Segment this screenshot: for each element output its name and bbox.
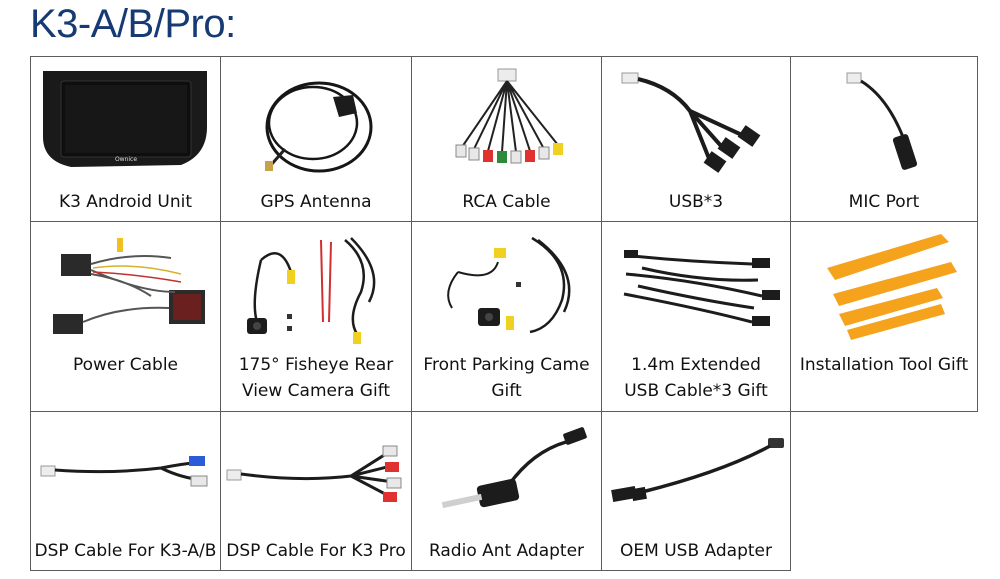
item-dsp-cable-pro: DSP Cable For K3 Pro — [220, 411, 412, 571]
item-label: OEM USB Adapter — [620, 541, 772, 561]
item-label-line1: 175° Fisheye Rear — [238, 355, 394, 375]
item-label-line2: USB Cable*3 Gift — [624, 381, 768, 401]
item-oem-usb: OEM USB Adapter — [601, 411, 791, 571]
item-label: Power Cable — [72, 355, 179, 375]
android-unit-icon: Ownice — [43, 71, 207, 167]
item-usb3: USB*3 — [601, 56, 791, 222]
item-rear-camera: 175° Fisheye Rear View Camera Gift — [220, 221, 412, 412]
dsp-pro-cable-icon — [226, 445, 402, 502]
item-label: RCA Cable — [462, 192, 551, 212]
page-title: K3-A/B/Pro: — [30, 2, 236, 46]
usb-cable-icon — [621, 72, 761, 173]
item-label-line1: Front Parking Came — [423, 355, 590, 375]
rca-cable-icon — [455, 68, 563, 164]
item-power-cable: Power Cable — [30, 221, 221, 412]
power-cable-icon — [53, 238, 205, 334]
item-label: MIC Port — [848, 192, 920, 212]
accessories-grid: Ownice K3 Android Unit GPS Antenna RCA C… — [30, 56, 978, 571]
item-android-unit: Ownice K3 Android Unit — [30, 56, 221, 222]
item-label: GPS Antenna — [260, 192, 372, 212]
item-label: DSP Cable For K3 Pro — [226, 541, 406, 561]
item-dsp-cable-ab: DSP Cable For K3-A/B — [30, 411, 221, 571]
oem-usb-icon — [611, 438, 784, 502]
item-label: USB*3 — [668, 192, 724, 212]
item-radio-adapter: Radio Ant Adapter — [411, 411, 602, 571]
mic-port-icon — [846, 72, 918, 170]
item-label-line2: View Camera Gift — [241, 381, 391, 401]
dsp-cable-icon — [40, 456, 208, 487]
extended-usb-icon — [623, 250, 780, 326]
item-label: Radio Ant Adapter — [428, 541, 585, 561]
radio-adapter-icon — [441, 427, 587, 509]
item-label-line1: 1.4m Extended — [631, 355, 761, 375]
gps-antenna-icon — [265, 81, 373, 173]
rear-camera-icon — [247, 237, 376, 344]
item-label-line2: Gift — [491, 381, 522, 401]
svg-text:Ownice: Ownice — [115, 156, 137, 163]
item-gps-antenna: GPS Antenna — [220, 56, 412, 222]
item-rca-cable: RCA Cable — [411, 56, 602, 222]
item-label: DSP Cable For K3-A/B — [34, 541, 217, 561]
item-front-camera: Front Parking Came Gift — [411, 221, 602, 412]
front-camera-icon — [447, 236, 571, 334]
item-extended-usb: 1.4m Extended USB Cable*3 Gift — [601, 221, 791, 412]
item-label: Installation Tool Gift — [799, 355, 969, 375]
item-mic-port: MIC Port — [790, 56, 978, 222]
item-install-tools: Installation Tool Gift — [790, 221, 978, 412]
item-label: K3 Android Unit — [58, 192, 193, 212]
pry-tools-icon — [827, 234, 957, 340]
